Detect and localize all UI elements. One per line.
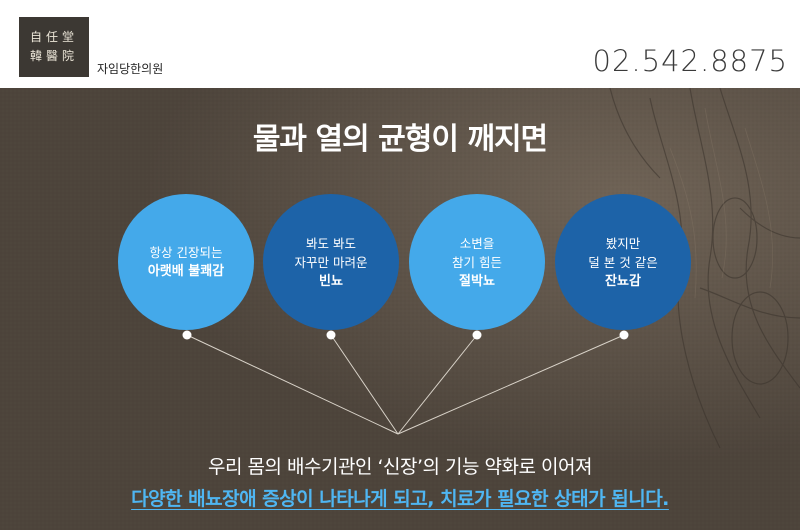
symptom-4-line2: 덜 본 것 같은	[588, 254, 658, 270]
symptom-circle-urgency: 소변을 참기 힘든 절박뇨	[409, 194, 545, 330]
symptom-circle-residual-urine: 봤지만 덜 본 것 같은 잔뇨감	[555, 194, 691, 330]
connector-dot-4	[619, 330, 629, 340]
connector-dot-2	[326, 330, 336, 340]
bottom-text-line1: 우리 몸의 배수기관인 ‘신장’의 기능 약화로 이어져	[208, 456, 592, 478]
connector-line-2	[330, 334, 399, 435]
clinic-logo[interactable]: 自任堂 韓醫院	[19, 17, 89, 77]
symptom-circle-frequent-urination: 봐도 봐도 자꾸만 마려운 빈뇨	[263, 194, 399, 330]
symptom-4-strong: 잔뇨감	[605, 273, 641, 289]
logo-hanja-line1: 自任堂	[29, 30, 78, 44]
connector-line-3	[397, 334, 478, 435]
connector-dot-3	[472, 330, 482, 340]
symptom-1-strong: 아랫배 불쾌감	[147, 264, 225, 279]
connector-line-1	[186, 334, 399, 435]
logo-hanja-line2: 韓醫院	[29, 49, 78, 63]
phone-number[interactable]: 02.542.8875	[592, 44, 788, 78]
clinic-name: 자임당한의원	[97, 62, 164, 76]
symptom-3-strong: 절박뇨	[459, 273, 495, 289]
connector-line-4	[397, 334, 625, 435]
header: 自任堂 韓醫院 자임당한의원 02.542.8875	[0, 0, 800, 88]
connector-lines	[182, 330, 629, 435]
connector-dot-1	[182, 330, 192, 340]
symptom-2-strong: 빈뇨	[319, 273, 343, 289]
main-banner: 물과 열의 균형이 깨지면 항상 긴장되는 아랫배 불쾌감 봐도 봐도 자꾸만 …	[0, 88, 800, 530]
symptom-3-line2: 참기 힘든	[452, 254, 502, 270]
symptom-1-line1: 항상 긴장되는	[149, 245, 223, 260]
symptom-circle-lower-abdomen-discomfort: 항상 긴장되는 아랫배 불쾌감	[118, 194, 254, 330]
symptom-2-line2: 자꾸만 마려운	[294, 254, 368, 270]
symptom-3-line1: 소변을	[459, 235, 495, 251]
symptom-2-line1: 봐도 봐도	[306, 235, 356, 251]
headline: 물과 열의 균형이 깨지면	[252, 122, 548, 157]
symptom-4-line1: 봤지만	[605, 235, 641, 251]
bottom-text-line2-highlight: 다양한 배뇨장애 증상이 나타나게 되고, 치료가 필요한 상태가 됩니다.	[131, 488, 669, 510]
